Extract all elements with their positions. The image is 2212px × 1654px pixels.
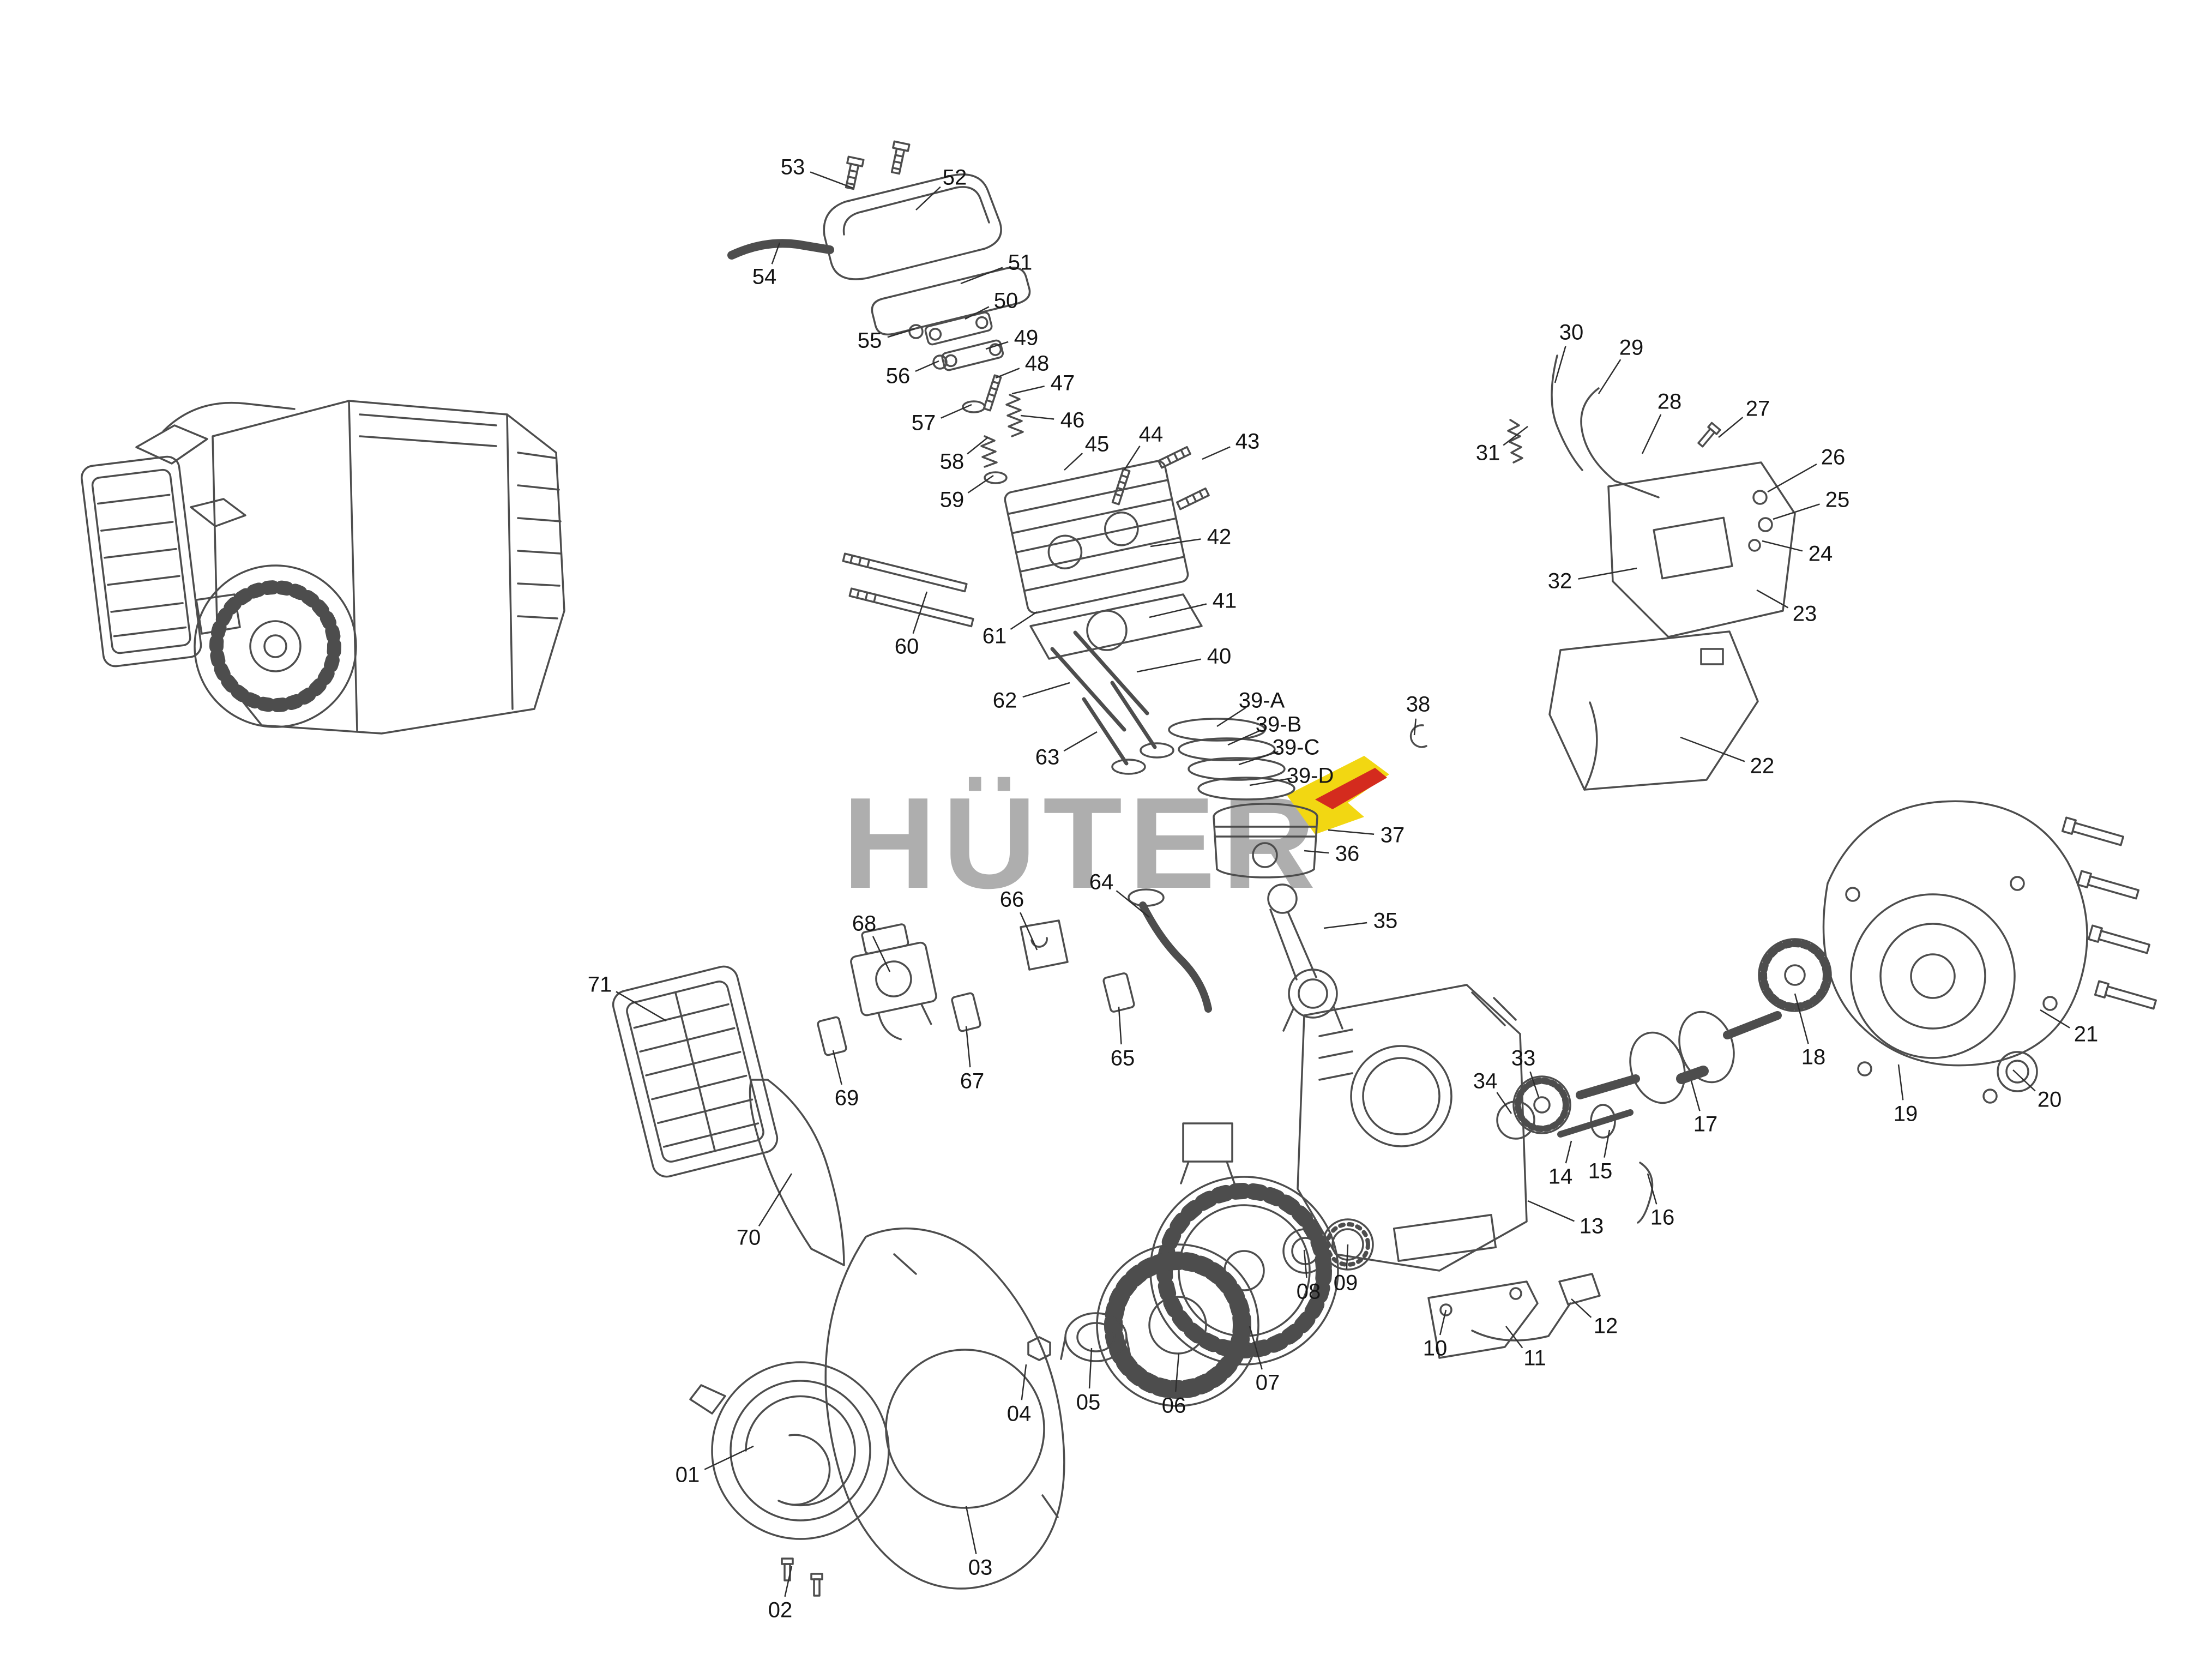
part-label-59: 59 [939,488,965,512]
part-label-32: 32 [1547,569,1572,593]
part-label-36: 36 [1335,841,1360,866]
part-label-55: 55 [857,328,882,353]
part-label-12: 12 [1593,1314,1618,1338]
part-label-49: 49 [1014,326,1039,350]
cylinder-head-cluster [842,446,1210,775]
part-label-27: 27 [1745,396,1770,421]
part-label-14: 14 [1548,1164,1573,1189]
watermark-logo [1287,756,1389,834]
part-label-65: 65 [1110,1046,1135,1070]
part-label-16: 16 [1650,1205,1675,1230]
part-label-08: 08 [1296,1279,1321,1304]
part-label-46: 46 [1060,408,1085,432]
part-label-67: 67 [960,1069,985,1093]
part-label-05: 05 [1076,1390,1101,1415]
part-label-39-B: 39-B [1255,712,1302,737]
part-label-11: 11 [1523,1346,1546,1370]
part-label-31: 31 [1475,441,1500,465]
watermark-logo-red-shape [1315,768,1387,809]
part-label-29: 29 [1619,335,1644,360]
part-label-39-C: 39-C [1272,735,1320,760]
part-label-38: 38 [1406,692,1431,717]
part-label-35: 35 [1373,909,1398,933]
flywheel-cluster [1027,1122,1339,1407]
part-label-70: 70 [736,1225,761,1250]
part-label-13: 13 [1579,1214,1604,1238]
part-label-02: 02 [768,1598,793,1622]
part-label-07: 07 [1255,1370,1280,1395]
part-label-48: 48 [1024,351,1050,376]
part-label-22: 22 [1750,754,1775,778]
part-label-37: 37 [1380,823,1405,847]
part-label-33: 33 [1511,1046,1536,1070]
part-label-58: 58 [939,449,965,474]
part-label-04: 04 [1006,1402,1032,1426]
part-label-62: 62 [992,688,1017,713]
part-label-01: 01 [675,1463,700,1487]
part-label-71: 71 [587,972,612,997]
part-label-25: 25 [1825,488,1850,512]
part-label-23: 23 [1792,602,1817,626]
part-label-53: 53 [780,155,805,179]
crankshaft-cluster [1496,938,1832,1224]
part-label-41: 41 [1212,588,1237,613]
part-label-64: 64 [1089,870,1114,894]
part-label-63: 63 [1035,745,1060,769]
valve-cover-cluster [727,140,1131,506]
part-label-18: 18 [1801,1045,1826,1069]
part-label-69: 69 [834,1086,859,1110]
part-label-42: 42 [1207,525,1232,549]
engine-block-cluster [1282,984,1601,1359]
part-label-39-D: 39-D [1286,763,1334,788]
part-label-21: 21 [2074,1022,2099,1046]
part-label-15: 15 [1588,1159,1613,1183]
part-label-26: 26 [1821,445,1846,470]
intake-cluster [612,919,1135,1266]
part-label-09: 09 [1333,1271,1358,1295]
part-label-66: 66 [999,887,1024,912]
part-label-30: 30 [1559,320,1584,345]
part-label-57: 57 [911,411,936,435]
part-label-24: 24 [1808,542,1833,566]
part-label-50: 50 [993,288,1018,313]
part-label-20: 20 [2037,1087,2062,1112]
line-art-root [81,140,2157,1597]
crankcase-cover-cluster [1822,800,2157,1104]
part-label-17: 17 [1693,1112,1718,1136]
part-label-68: 68 [852,911,877,936]
part-label-10: 10 [1423,1336,1448,1361]
part-label-19: 19 [1893,1102,1918,1126]
part-label-44: 44 [1138,422,1164,447]
part-label-56: 56 [885,364,911,388]
part-label-54: 54 [752,264,777,289]
part-label-61: 61 [982,624,1007,648]
piston-cluster [1128,718,1427,1032]
part-label-39-A: 39-A [1238,688,1285,713]
part-label-51: 51 [1008,250,1033,275]
part-label-34: 34 [1473,1069,1498,1093]
assembled-engine-thumbnail [81,400,565,735]
part-label-40: 40 [1207,644,1232,669]
part-label-28: 28 [1657,389,1682,414]
part-label-06: 06 [1161,1393,1186,1418]
part-label-47: 47 [1050,371,1075,395]
part-label-60: 60 [894,634,919,659]
part-label-45: 45 [1084,432,1110,456]
part-label-03: 03 [968,1555,993,1580]
part-label-43: 43 [1235,429,1260,454]
part-label-52: 52 [942,165,967,190]
